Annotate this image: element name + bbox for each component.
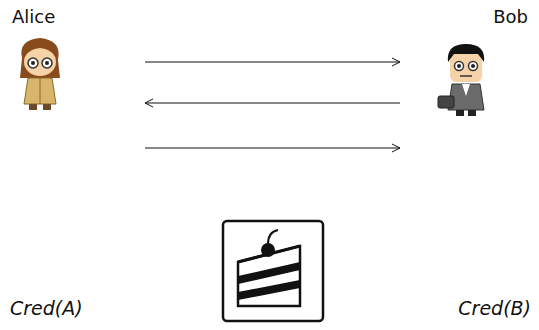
person-name: Alice	[12, 6, 55, 27]
person-node: Alice	[5, 3, 145, 158]
cake-icon	[223, 221, 323, 321]
bob-figure	[438, 44, 484, 116]
credential-label: Cred(B)	[458, 297, 531, 319]
person-node: Bob	[400, 3, 534, 158]
message-arrow	[145, 147, 400, 148]
message-arrow	[145, 102, 400, 103]
credential-label: Cred(A)	[10, 297, 83, 319]
person-name: Bob	[493, 6, 528, 27]
alice-figure	[20, 38, 60, 110]
message-arrow	[145, 61, 400, 62]
